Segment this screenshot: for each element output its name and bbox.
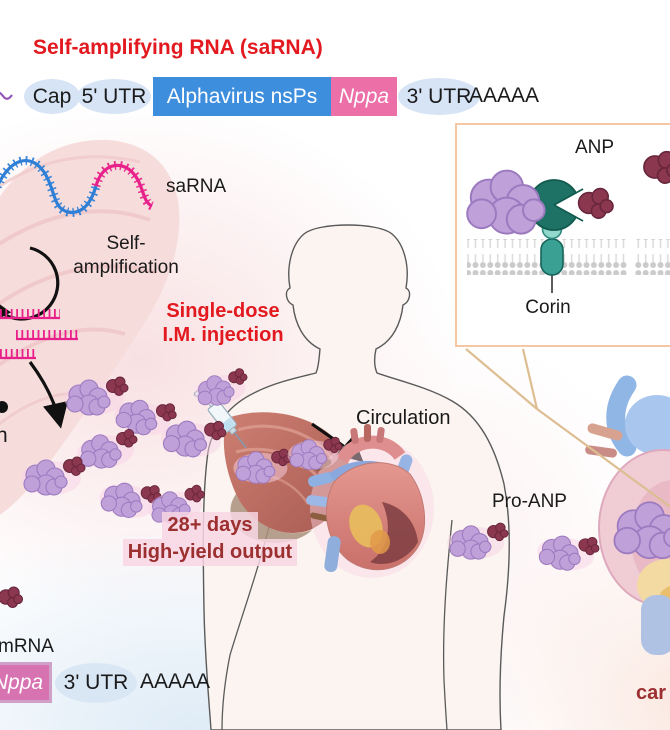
sarna-cap-label: Cap xyxy=(32,84,72,108)
sarna-nppa-label: Nppa xyxy=(338,84,390,108)
figure-title: Self-amplifying RNA (saRNA) xyxy=(33,36,323,59)
self-amplification-label: Self- amplification xyxy=(73,233,179,278)
inset-callout-lines xyxy=(465,348,670,508)
sarna-strand-icon xyxy=(0,156,155,217)
sarna-polya-label: AAAAA xyxy=(469,84,540,107)
circulation-label: Circulation xyxy=(356,407,451,429)
sarna-label: saRNA xyxy=(166,176,227,197)
sarna-5utr-element: 5' UTR xyxy=(77,79,151,114)
rna-cap-squiggle-icon xyxy=(0,91,13,100)
sarna-nppa-element: Nppa xyxy=(331,77,397,116)
sarna-cap-element: Cap xyxy=(24,79,80,114)
sarna-3utr-label: 3' UTR xyxy=(406,84,472,108)
inset-scene xyxy=(466,150,670,293)
output-label: 28+ days High-yield output xyxy=(110,512,310,566)
anp-label: ANP xyxy=(575,137,615,158)
single-dose-label: Single-dose I.M. injection xyxy=(162,300,284,346)
translation-arrow-icon xyxy=(28,361,68,429)
sarna-nsps-element: Alphavirus nsPs xyxy=(153,77,331,116)
mrna-nppa-element: Nppa xyxy=(0,662,52,703)
anp-cleavage-inset: ANP Corin G xyxy=(455,123,670,347)
cardiac-partial-label: car xyxy=(636,682,667,704)
pro-anp-label: Pro-ANP xyxy=(492,491,567,512)
sarna-nsps-label: Alphavirus nsPs xyxy=(166,84,318,108)
rna-replicon-combs-icon xyxy=(0,309,78,360)
inset-pro-anp-blob xyxy=(466,169,546,235)
membrane-right-icon xyxy=(635,239,670,275)
self-amplification-arrow-icon xyxy=(0,246,60,325)
mrna-3utr-element: 3' UTR xyxy=(55,663,137,703)
mrna-nppa-label: Nppa xyxy=(0,670,44,694)
sarna-5utr-label: 5' UTR xyxy=(81,84,147,108)
inset-anp-fragment-2 xyxy=(643,150,670,184)
mrna-polya-label: AAAAA xyxy=(140,670,211,693)
right-heart-icon xyxy=(585,375,670,655)
corin-label: Corin xyxy=(525,297,571,318)
cut-letter-dot xyxy=(0,401,8,413)
partial-word-left: n xyxy=(0,424,8,447)
mrna-3utr-label: 3' UTR xyxy=(63,671,129,694)
mrna-label: mRNA xyxy=(0,636,54,657)
sarna-3utr-element: 3' UTR xyxy=(398,78,480,115)
chest-heart-icon xyxy=(306,424,434,578)
